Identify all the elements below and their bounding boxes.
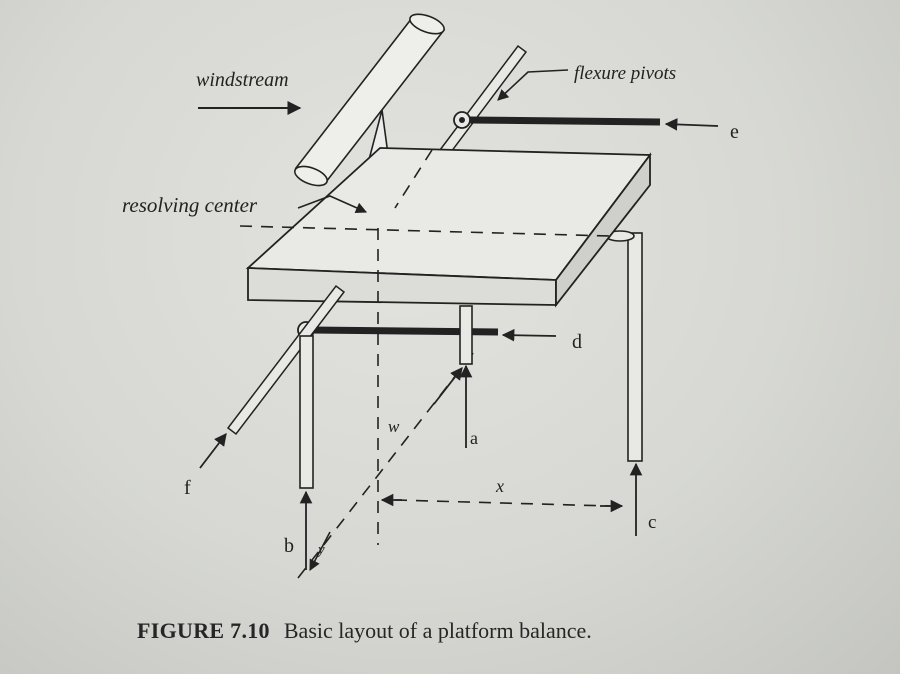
figure-caption-text: Basic layout of a platform balance. bbox=[283, 618, 592, 643]
platform bbox=[245, 147, 652, 308]
leg-b bbox=[299, 335, 314, 570]
flexure-rod-e-bar bbox=[453, 111, 719, 131]
force-arrow-y bbox=[309, 531, 331, 571]
label-w: w bbox=[388, 417, 400, 436]
label-c: c bbox=[648, 512, 656, 533]
leg-a bbox=[459, 305, 473, 448]
model-tube bbox=[293, 13, 446, 187]
figure-number: FIGURE 7.10 bbox=[137, 618, 270, 643]
flexure-rod-e bbox=[438, 44, 528, 158]
label-y: y bbox=[316, 542, 325, 558]
flexure-rod-d bbox=[297, 321, 557, 342]
flexure-pivots-leader bbox=[497, 69, 569, 101]
platform-side bbox=[555, 152, 651, 308]
resolving-center-leader bbox=[297, 195, 368, 214]
dashed-line-rod-e bbox=[394, 149, 433, 209]
label-e: e bbox=[730, 121, 739, 143]
dashed-line-x bbox=[394, 499, 611, 507]
leg-c bbox=[605, 230, 643, 462]
label-f: f bbox=[184, 477, 191, 499]
label-d: d bbox=[572, 331, 582, 353]
label-flexure-pivots: flexure pivots bbox=[574, 63, 676, 84]
force-arrow-w bbox=[433, 367, 463, 405]
label-b: b bbox=[284, 535, 294, 557]
label-windstream: windstream bbox=[196, 69, 289, 91]
label-x: x bbox=[495, 476, 504, 496]
figure-caption: FIGURE 7.10 Basic layout of a platform ba… bbox=[137, 618, 592, 644]
label-a: a bbox=[470, 428, 478, 448]
label-resolving-center: resolving center bbox=[122, 193, 258, 217]
flexure-rod-f bbox=[199, 284, 346, 469]
